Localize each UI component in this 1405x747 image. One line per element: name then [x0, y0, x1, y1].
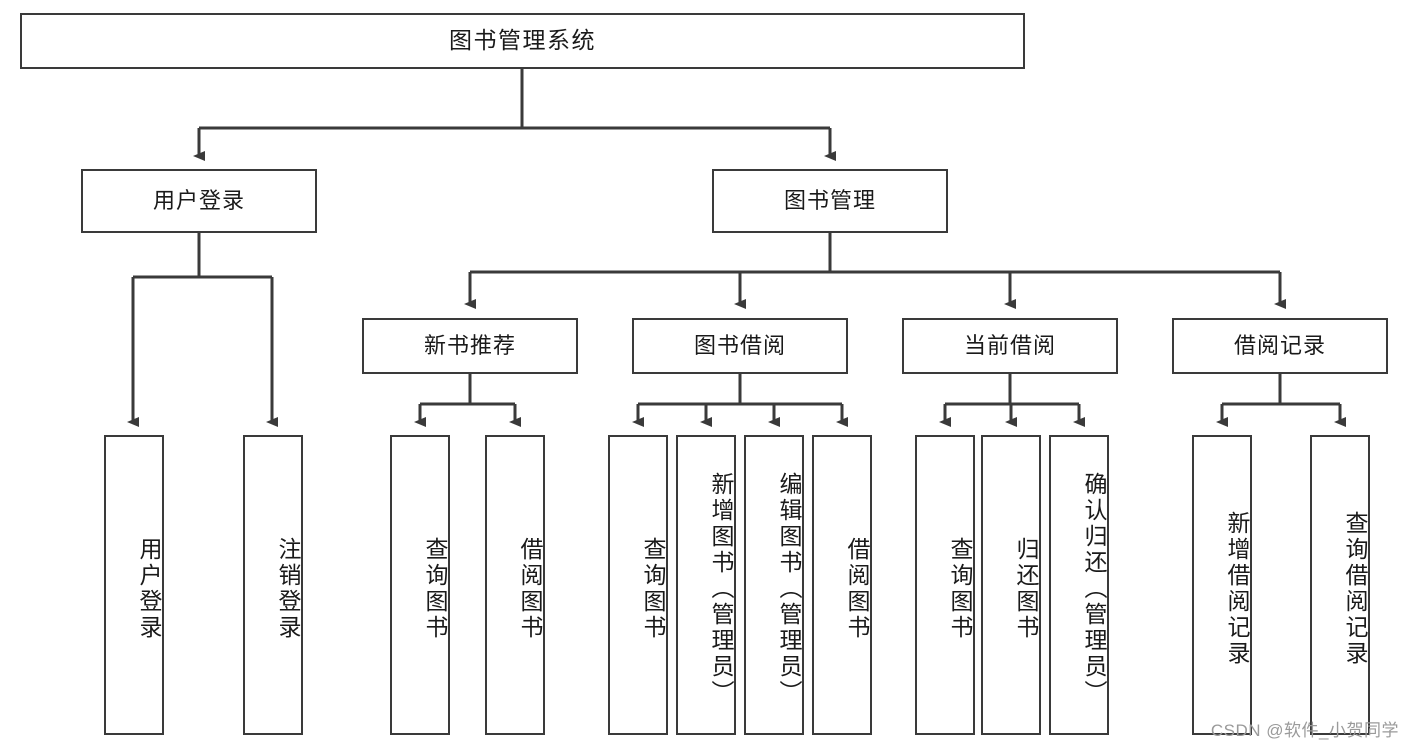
leaf-user-login-logout[interactable]: 注销登录 — [243, 435, 303, 735]
node-new-book-recommend[interactable]: 新书推荐 — [362, 318, 578, 374]
node-label: 查询图书 — [947, 537, 973, 641]
leaf-book-borrow-borrow[interactable]: 借阅图书 — [812, 435, 872, 735]
node-label: 用户登录 — [136, 537, 162, 641]
node-label: 编辑图书（管理员） — [776, 472, 802, 706]
leaf-new-book-query[interactable]: 查询图书 — [390, 435, 450, 735]
leaf-borrow-record-query[interactable]: 查询借阅记录 — [1310, 435, 1370, 735]
node-label: 归还图书 — [1013, 537, 1039, 641]
leaf-borrow-record-add[interactable]: 新增借阅记录 — [1192, 435, 1252, 735]
node-borrow-record[interactable]: 借阅记录 — [1172, 318, 1388, 374]
node-label: 查询借阅记录 — [1342, 511, 1368, 667]
node-label: 借阅图书 — [517, 537, 543, 641]
node-label: 新增图书（管理员） — [708, 472, 734, 706]
node-label: 查询图书 — [640, 537, 666, 641]
node-book-management[interactable]: 图书管理 — [712, 169, 948, 233]
node-book-borrow[interactable]: 图书借阅 — [632, 318, 848, 374]
node-label: 查询图书 — [422, 537, 448, 641]
leaf-book-borrow-query[interactable]: 查询图书 — [608, 435, 668, 735]
node-user-login[interactable]: 用户登录 — [81, 169, 317, 233]
node-root-system[interactable]: 图书管理系统 — [20, 13, 1025, 69]
leaf-book-borrow-edit[interactable]: 编辑图书（管理员） — [744, 435, 804, 735]
csdn-watermark: CSDN @软件_小贺同学 — [1210, 721, 1399, 740]
node-label: 借阅记录 — [1233, 333, 1326, 359]
node-label: 注销登录 — [275, 537, 301, 641]
node-label: 图书管理系统 — [449, 27, 596, 54]
leaf-new-book-borrow[interactable]: 借阅图书 — [485, 435, 545, 735]
node-label: 借阅图书 — [844, 537, 870, 641]
node-label: 当前借阅 — [963, 333, 1056, 359]
leaf-user-login-login[interactable]: 用户登录 — [104, 435, 164, 735]
node-label: 图书管理 — [783, 188, 876, 214]
node-label: 图书借阅 — [693, 333, 786, 359]
leaf-current-borrow-confirm-return[interactable]: 确认归还（管理员） — [1049, 435, 1109, 735]
leaf-current-borrow-return[interactable]: 归还图书 — [981, 435, 1041, 735]
leaf-book-borrow-add[interactable]: 新增图书（管理员） — [676, 435, 736, 735]
node-label: 新增借阅记录 — [1224, 511, 1250, 667]
node-current-borrow[interactable]: 当前借阅 — [902, 318, 1118, 374]
node-label: 确认归还（管理员） — [1081, 472, 1107, 706]
leaf-current-borrow-query[interactable]: 查询图书 — [915, 435, 975, 735]
node-label: 新书推荐 — [423, 333, 516, 359]
node-label: 用户登录 — [152, 188, 245, 214]
